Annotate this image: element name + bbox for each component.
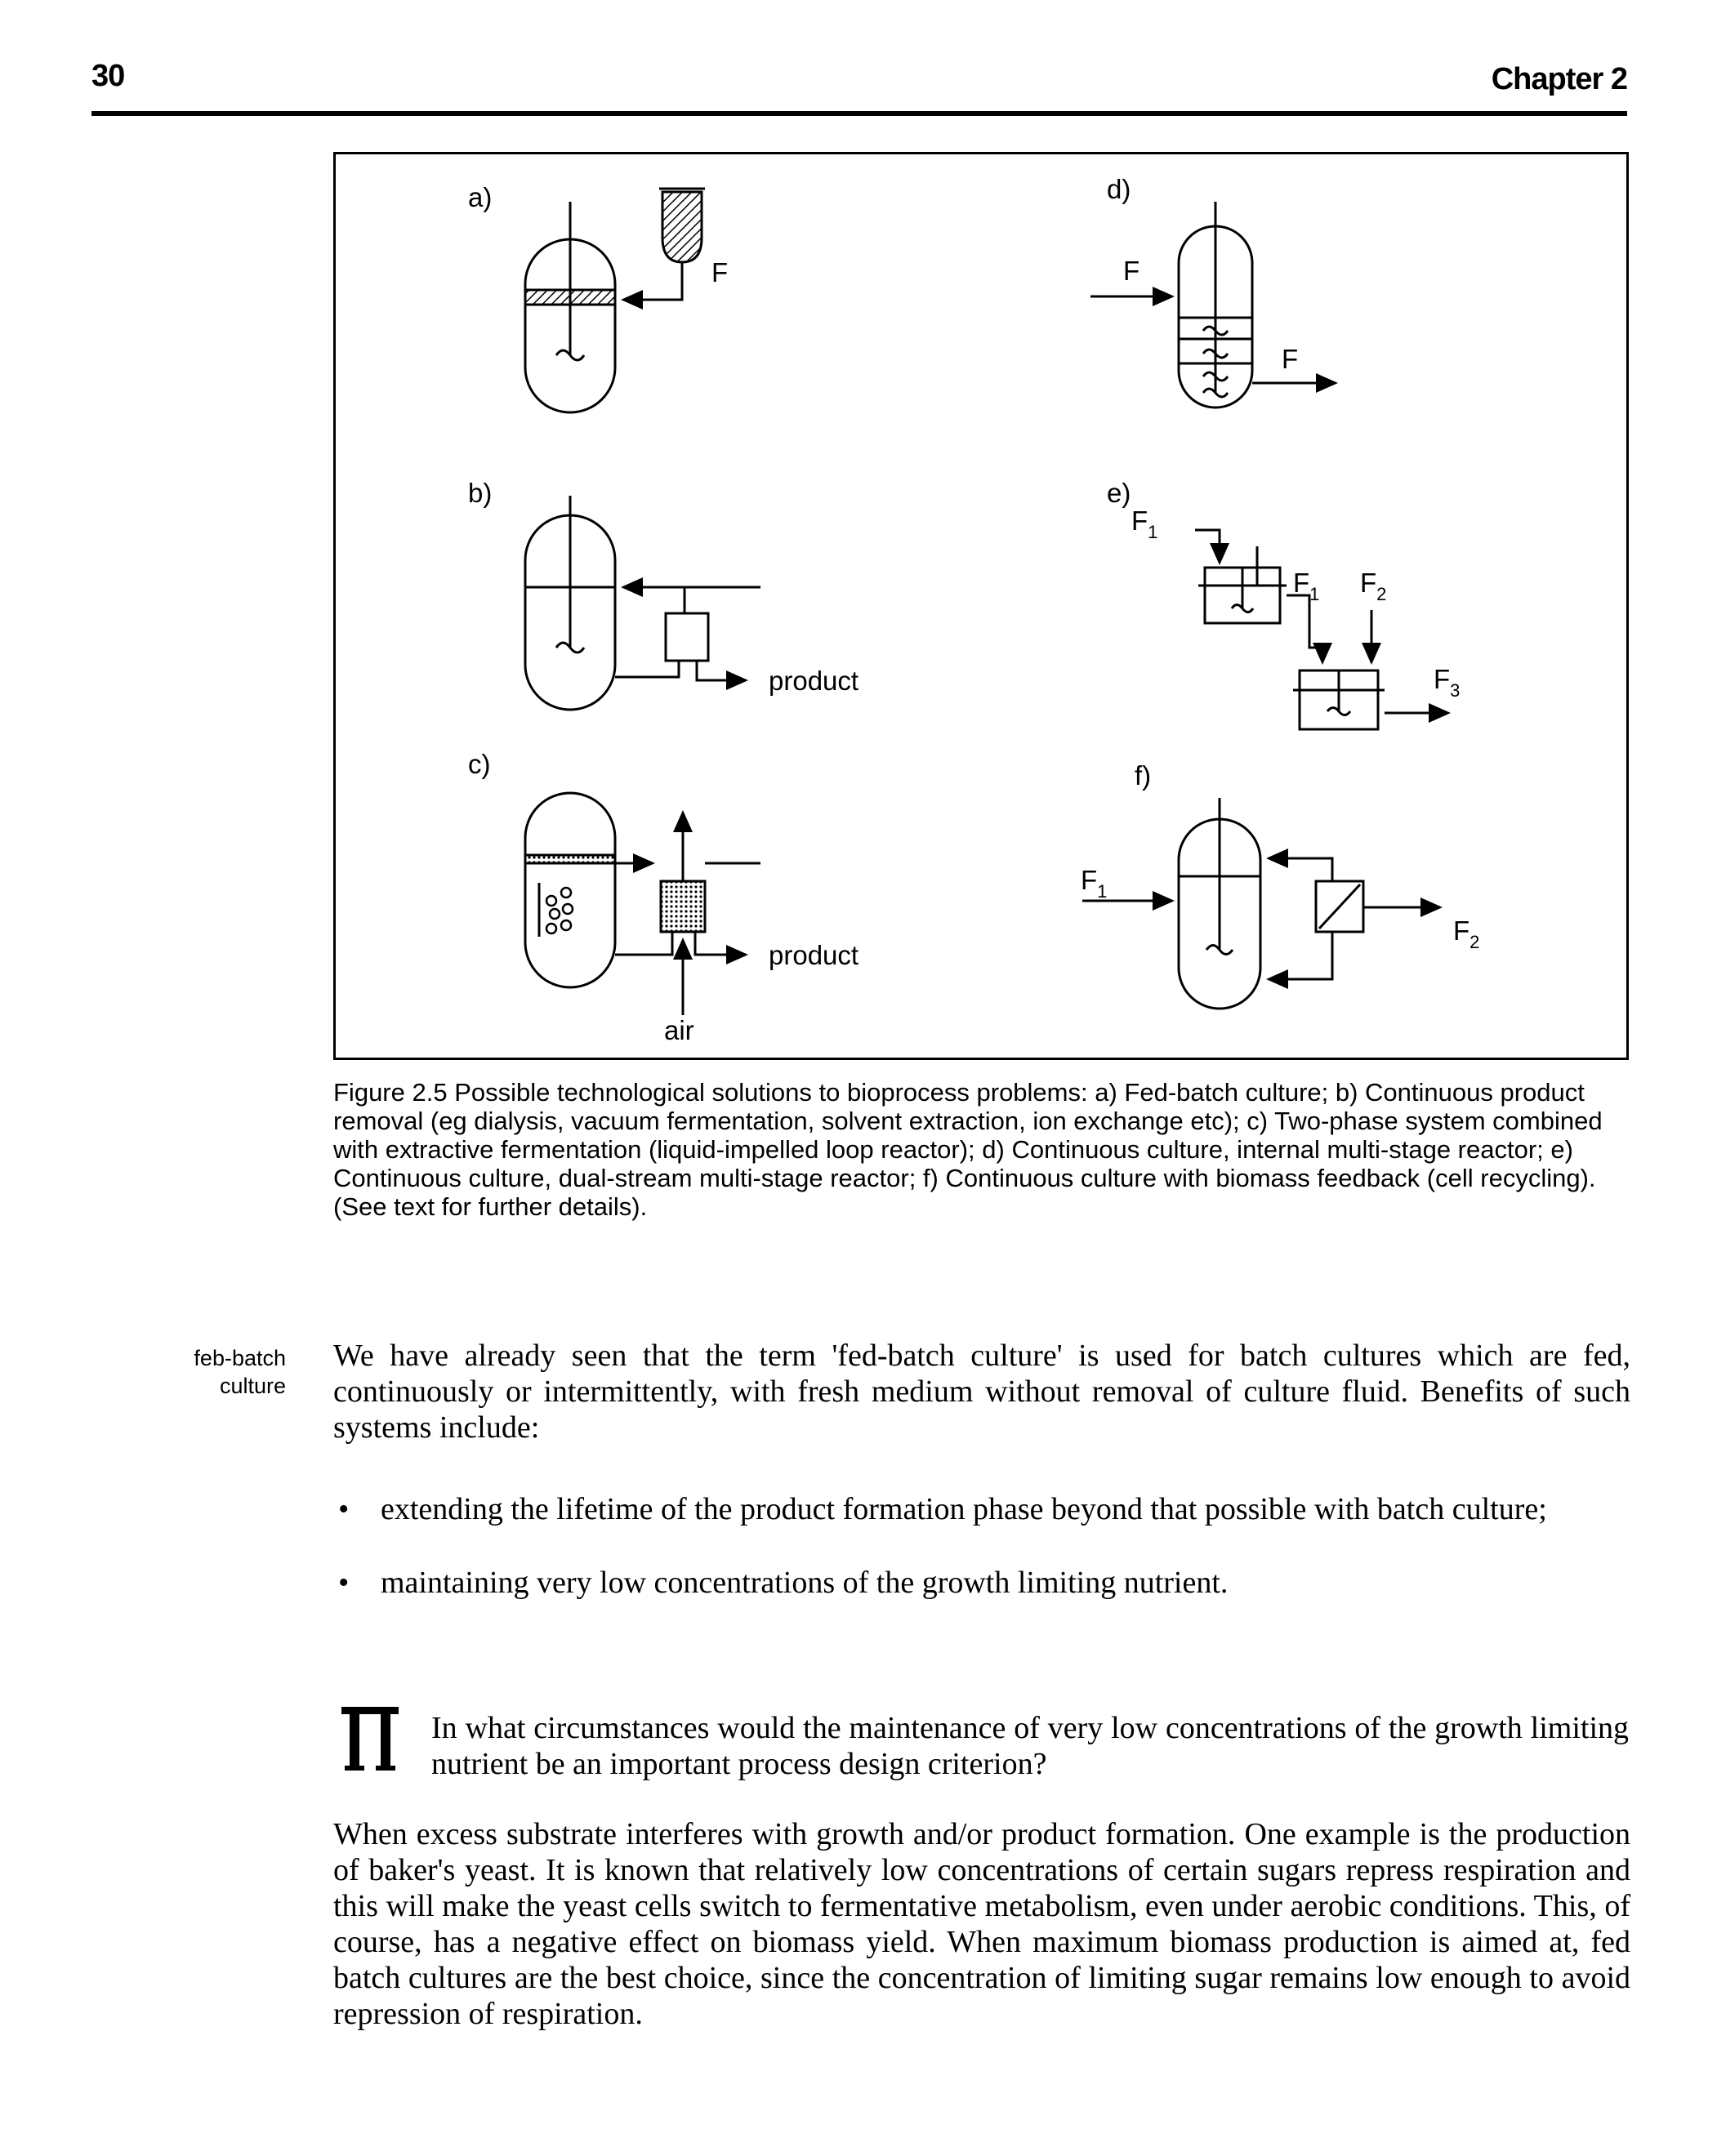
- panel-e-dual-stream: [1195, 528, 1451, 731]
- panel-label-f: f): [1135, 760, 1151, 791]
- label-f1-f: F1: [1081, 865, 1107, 902]
- panel-label-b: b): [468, 478, 492, 508]
- list-item: • maintaining very low concentrations of…: [333, 1565, 1630, 1601]
- list-item: • extending the lifetime of the product …: [333, 1491, 1630, 1527]
- label-product-c: product: [769, 940, 858, 970]
- label-f2-f: F2: [1453, 915, 1479, 952]
- vessel-c: [524, 791, 617, 989]
- question-pi-icon: [341, 1707, 399, 1771]
- bioprocess-diagram: a) b) c) d) e) f) F product product air …: [468, 174, 1479, 1045]
- label-f3-e: F3: [1434, 664, 1460, 701]
- label-product-b: product: [769, 666, 858, 696]
- body-paragraph: We have already seen that the term 'fed-…: [333, 1339, 1630, 1445]
- label-feed-a: F: [711, 257, 728, 287]
- label-f2-e: F2: [1360, 568, 1386, 604]
- panel-d-multistage: [1090, 202, 1338, 409]
- figure-2-5: a) b) c) d) e) f) F product product air …: [333, 152, 1629, 1060]
- panel-label-e: e): [1107, 478, 1131, 508]
- answer-paragraph: When excess substrate interferes with gr…: [333, 1817, 1630, 2031]
- separation-unit-b: [664, 612, 710, 662]
- label-f1-inlet-e: F1: [1131, 506, 1157, 542]
- bullet-icon: •: [338, 1492, 350, 1526]
- panel-label-d: d): [1107, 174, 1131, 204]
- label-air-c: air: [664, 1015, 694, 1045]
- panel-c-two-phase: [524, 791, 760, 1015]
- list-item-text: maintaining very low concentrations of t…: [381, 1566, 1229, 1600]
- margin-note-line-1: feb-batch: [194, 1346, 286, 1370]
- page-number: 30: [91, 59, 125, 93]
- extraction-column-c: [659, 880, 707, 933]
- list-item-text: extending the lifetime of the product fo…: [381, 1492, 1547, 1526]
- chapter-title: Chapter 2: [1491, 62, 1628, 96]
- question-text: In what circumstances would the maintena…: [431, 1711, 1629, 1781]
- label-feed-in-d: F: [1123, 256, 1139, 286]
- label-f1-transfer-e: F1: [1293, 568, 1319, 604]
- bullet-icon: •: [338, 1566, 350, 1600]
- label-feed-out-d: F: [1282, 344, 1298, 374]
- figure-caption: Figure 2.5 Possible technological soluti…: [333, 1078, 1603, 1221]
- panel-a-fed-batch: [524, 187, 705, 414]
- header-rule: [91, 111, 1627, 116]
- panel-b-product-removal: [524, 496, 760, 711]
- panel-label-a: a): [468, 182, 492, 212]
- margin-note-line-2: culture: [219, 1374, 286, 1398]
- bullet-list: • extending the lifetime of the product …: [333, 1491, 1630, 1638]
- panel-label-c: c): [468, 749, 491, 779]
- panel-f-cell-recycling: [1082, 798, 1443, 1010]
- feed-reservoir-a: [661, 190, 703, 264]
- margin-note: feb-batch culture: [106, 1344, 286, 1400]
